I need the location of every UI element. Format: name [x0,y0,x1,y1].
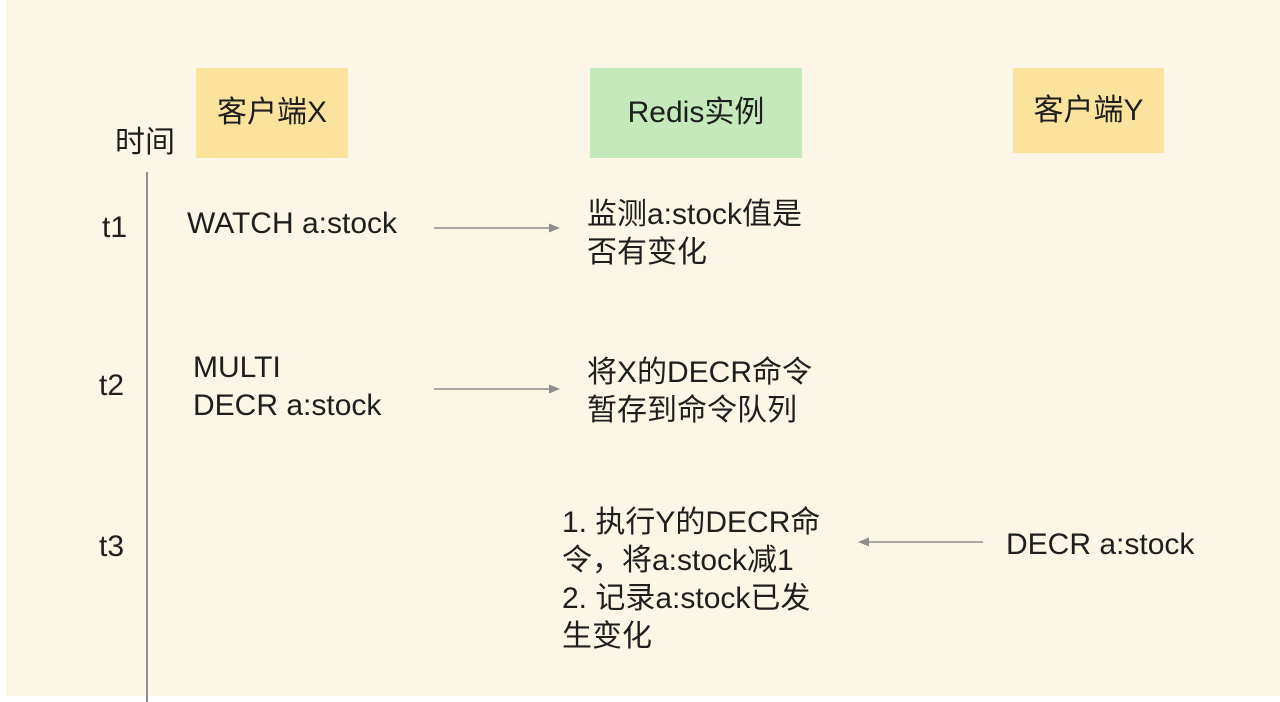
arrow-t2-client-x-to-redis [434,384,560,394]
time-axis-label: 时间 [115,126,175,159]
redis-instance-header-label: Redis实例 [627,96,765,129]
time-tick-t1: t1 [102,211,128,244]
t2-redis-action: 将X的DECR命令 暂存到命令队列 [587,354,812,430]
t2-redis-line: 暂存到命令队列 [587,394,797,427]
client-y-header: 客户端Y [1013,68,1164,153]
time-tick-t3: t3 [99,530,125,563]
t3-redis-line: 2. 记录a:stock已发 [562,582,811,615]
t3-redis-action: 1. 执行Y的DECR命 令，将a:stock减1 2. 记录a:stock已发… [562,504,820,656]
arrow-t1-client-x-to-redis [434,223,560,233]
time-tick-t2: t2 [99,369,125,402]
t3-redis-line: 令，将a:stock减1 [562,544,794,577]
redis-instance-header: Redis实例 [590,68,802,158]
t2-client-x-line: DECR a:stock [193,389,382,422]
t1-redis-action: 监测a:stock值是 否有变化 [587,196,802,272]
t1-redis-line: 监测a:stock值是 [587,198,803,231]
t2-client-x-command: MULTI DECR a:stock [193,349,381,425]
arrow-t3-client-y-to-redis [858,537,983,547]
t3-client-y-command: DECR a:stock [1006,526,1194,564]
t1-client-x-command: WATCH a:stock [187,205,397,243]
client-x-header-label: 客户端X [216,96,327,129]
t3-redis-line: 1. 执行Y的DECR命 [562,506,821,539]
t3-client-y-line: DECR a:stock [1006,528,1195,561]
client-y-header-label: 客户端Y [1033,93,1144,127]
t1-client-x-line: WATCH a:stock [187,207,398,240]
t2-redis-line: 将X的DECR命令 [587,356,813,389]
t3-redis-line: 生变化 [562,620,652,653]
time-axis-line [146,172,148,702]
t1-redis-line: 否有变化 [587,236,707,269]
client-x-header: 客户端X [196,68,348,158]
t2-client-x-line: MULTI [193,351,281,384]
